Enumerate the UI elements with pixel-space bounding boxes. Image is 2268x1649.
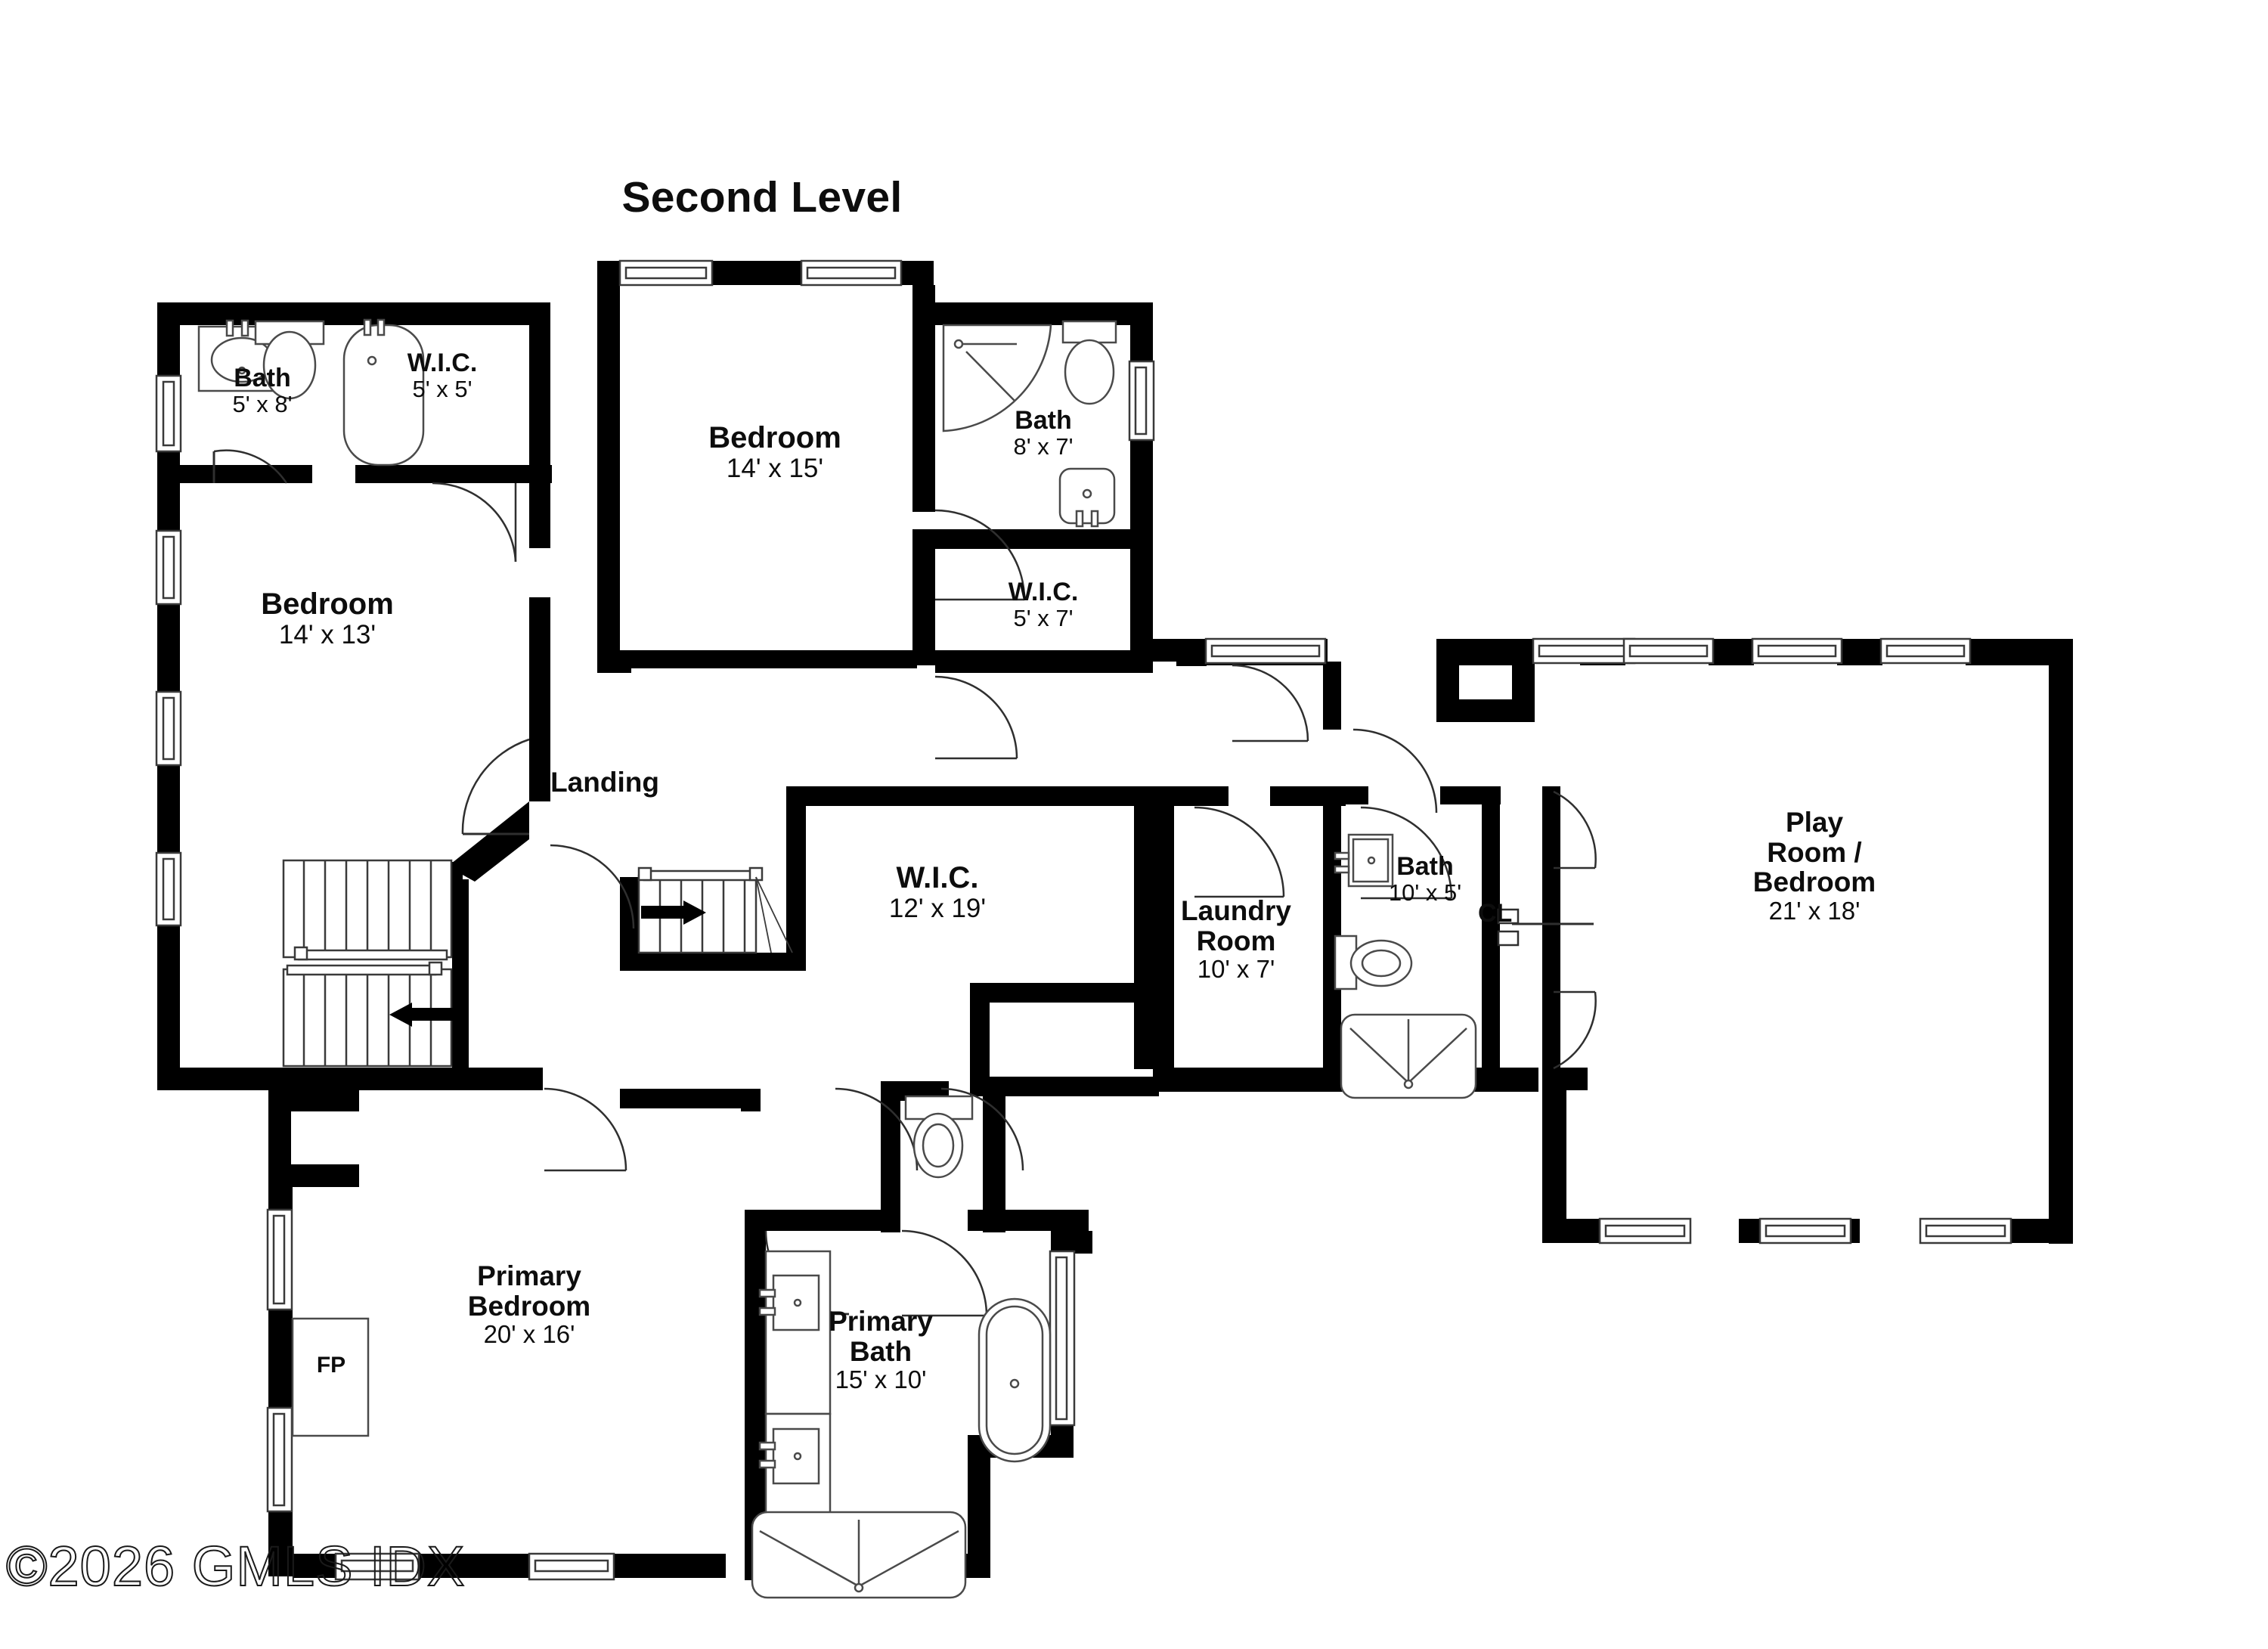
window — [1128, 360, 1155, 442]
room-name: W.I.C. — [407, 349, 478, 377]
window — [1758, 1217, 1852, 1244]
room-dimensions: 12' x 19' — [888, 893, 987, 923]
window — [155, 690, 182, 767]
room-name-line1: Primary — [477, 1260, 581, 1291]
room-label-wic-top-right: W.I.C. 5' x 7' — [960, 578, 1126, 631]
window — [1919, 1217, 2012, 1244]
room-name: Bath — [1015, 406, 1072, 435]
room-label-bath-center: Bath 10' x 5' — [1353, 853, 1497, 906]
window — [266, 1208, 293, 1311]
room-label-bedroom-left: Bedroom 14' x 13' — [195, 588, 460, 649]
sink-fixture — [1058, 467, 1116, 528]
stairs-group — [282, 859, 793, 1068]
room-name-line2: Room / — [1767, 836, 1862, 868]
stair-direction-arrow-main — [389, 1003, 459, 1027]
room-name-line1: Laundry — [1181, 895, 1291, 926]
window — [266, 1406, 293, 1513]
room-dimensions: 21' x 18' — [1768, 896, 1861, 925]
window — [800, 259, 903, 287]
window — [155, 529, 182, 606]
room-label-landing: Landing — [495, 767, 714, 798]
room-name-line3: Bedroom — [1752, 866, 1876, 898]
window — [1598, 1217, 1692, 1244]
shower-fixture — [1340, 1013, 1477, 1099]
fixtures-group — [197, 318, 1477, 1599]
room-name: Bedroom — [261, 587, 394, 621]
window — [1204, 637, 1327, 665]
room-label-bath-top-left: Bath 5' x 8' — [198, 364, 327, 417]
room-name: W.I.C. — [896, 861, 979, 894]
fireplace-abbreviation: FP — [316, 1353, 346, 1378]
fireplace-fixture — [291, 1317, 370, 1437]
room-name-line1: Primary — [829, 1306, 933, 1337]
page-title-text: Second Level — [621, 173, 903, 222]
room-label-playroom: Play Room / Bedroom 21' x 18' — [1686, 807, 1943, 924]
room-dimensions: 15' x 10' — [835, 1365, 927, 1394]
toilet-fixture — [904, 1095, 974, 1179]
window — [1751, 637, 1843, 665]
room-label-bedroom-top: Bedroom 14' x 15' — [643, 421, 907, 483]
room-dimensions: 10' x 7' — [1197, 955, 1275, 984]
bathtub-fixture — [342, 318, 425, 466]
room-label-wic-center: W.I.C. 12' x 19' — [824, 861, 1051, 923]
room-label-fireplace: FP — [296, 1353, 366, 1378]
room-name-line2: Bedroom — [467, 1290, 591, 1322]
window — [1532, 637, 1636, 665]
room-name-line2: Bath — [849, 1335, 912, 1367]
room-dimensions: 20' x 16' — [483, 1320, 575, 1349]
room-dimensions: 10' x 5' — [1388, 879, 1462, 907]
stair-direction-arrow-secondary — [641, 900, 706, 925]
stair-flight-upper — [282, 859, 453, 961]
window — [618, 259, 714, 287]
window — [528, 1552, 615, 1581]
room-dimensions: 5' x 7' — [1013, 605, 1074, 632]
room-label-closet: CL — [1478, 899, 1561, 928]
window — [155, 851, 182, 927]
room-name-line2: Room — [1196, 925, 1276, 956]
shower-fixture — [942, 324, 1052, 432]
window — [1622, 637, 1715, 665]
room-dimensions: 14' x 13' — [278, 619, 376, 649]
bathtub-fixture — [978, 1297, 1052, 1463]
room-name: W.I.C. — [1008, 578, 1079, 606]
vanity-fixture — [758, 1250, 832, 1415]
room-label-bath-top-right: Bath 8' x 7' — [971, 407, 1115, 460]
window — [1879, 637, 1972, 665]
sink-fixture — [1334, 833, 1394, 888]
toilet-fixture — [1334, 935, 1413, 990]
room-dimensions: 14' x 15' — [726, 453, 824, 483]
room-dimensions: 8' x 7' — [1013, 433, 1074, 460]
room-label-laundry: Laundry Room 10' x 7' — [1149, 895, 1323, 984]
page-title: Second Level — [0, 172, 2268, 222]
room-label-wic-top-left: W.I.C. 5' x 5' — [370, 349, 514, 402]
room-label-primary-bedroom: Primary Bedroom 20' x 16' — [412, 1260, 646, 1349]
toilet-fixture — [254, 320, 325, 400]
room-name: Bath — [1396, 852, 1454, 881]
room-name: CL — [1478, 899, 1513, 928]
walls-group — [157, 261, 2073, 1580]
shower-fixture — [751, 1511, 967, 1599]
toilet-fixture — [1061, 320, 1117, 405]
window — [334, 1552, 420, 1581]
window — [155, 374, 182, 453]
room-name: Bath — [234, 364, 291, 392]
room-dimensions: 5' x 5' — [412, 376, 472, 403]
room-name-line1: Play — [1785, 807, 1844, 838]
room-name: Landing — [550, 767, 659, 798]
room-label-primary-bath: Primary Bath 15' x 10' — [786, 1306, 975, 1393]
room-name: Bedroom — [708, 421, 841, 454]
windows-group — [155, 259, 2012, 1581]
room-dimensions: 5' x 8' — [232, 391, 293, 418]
window — [1049, 1250, 1076, 1427]
